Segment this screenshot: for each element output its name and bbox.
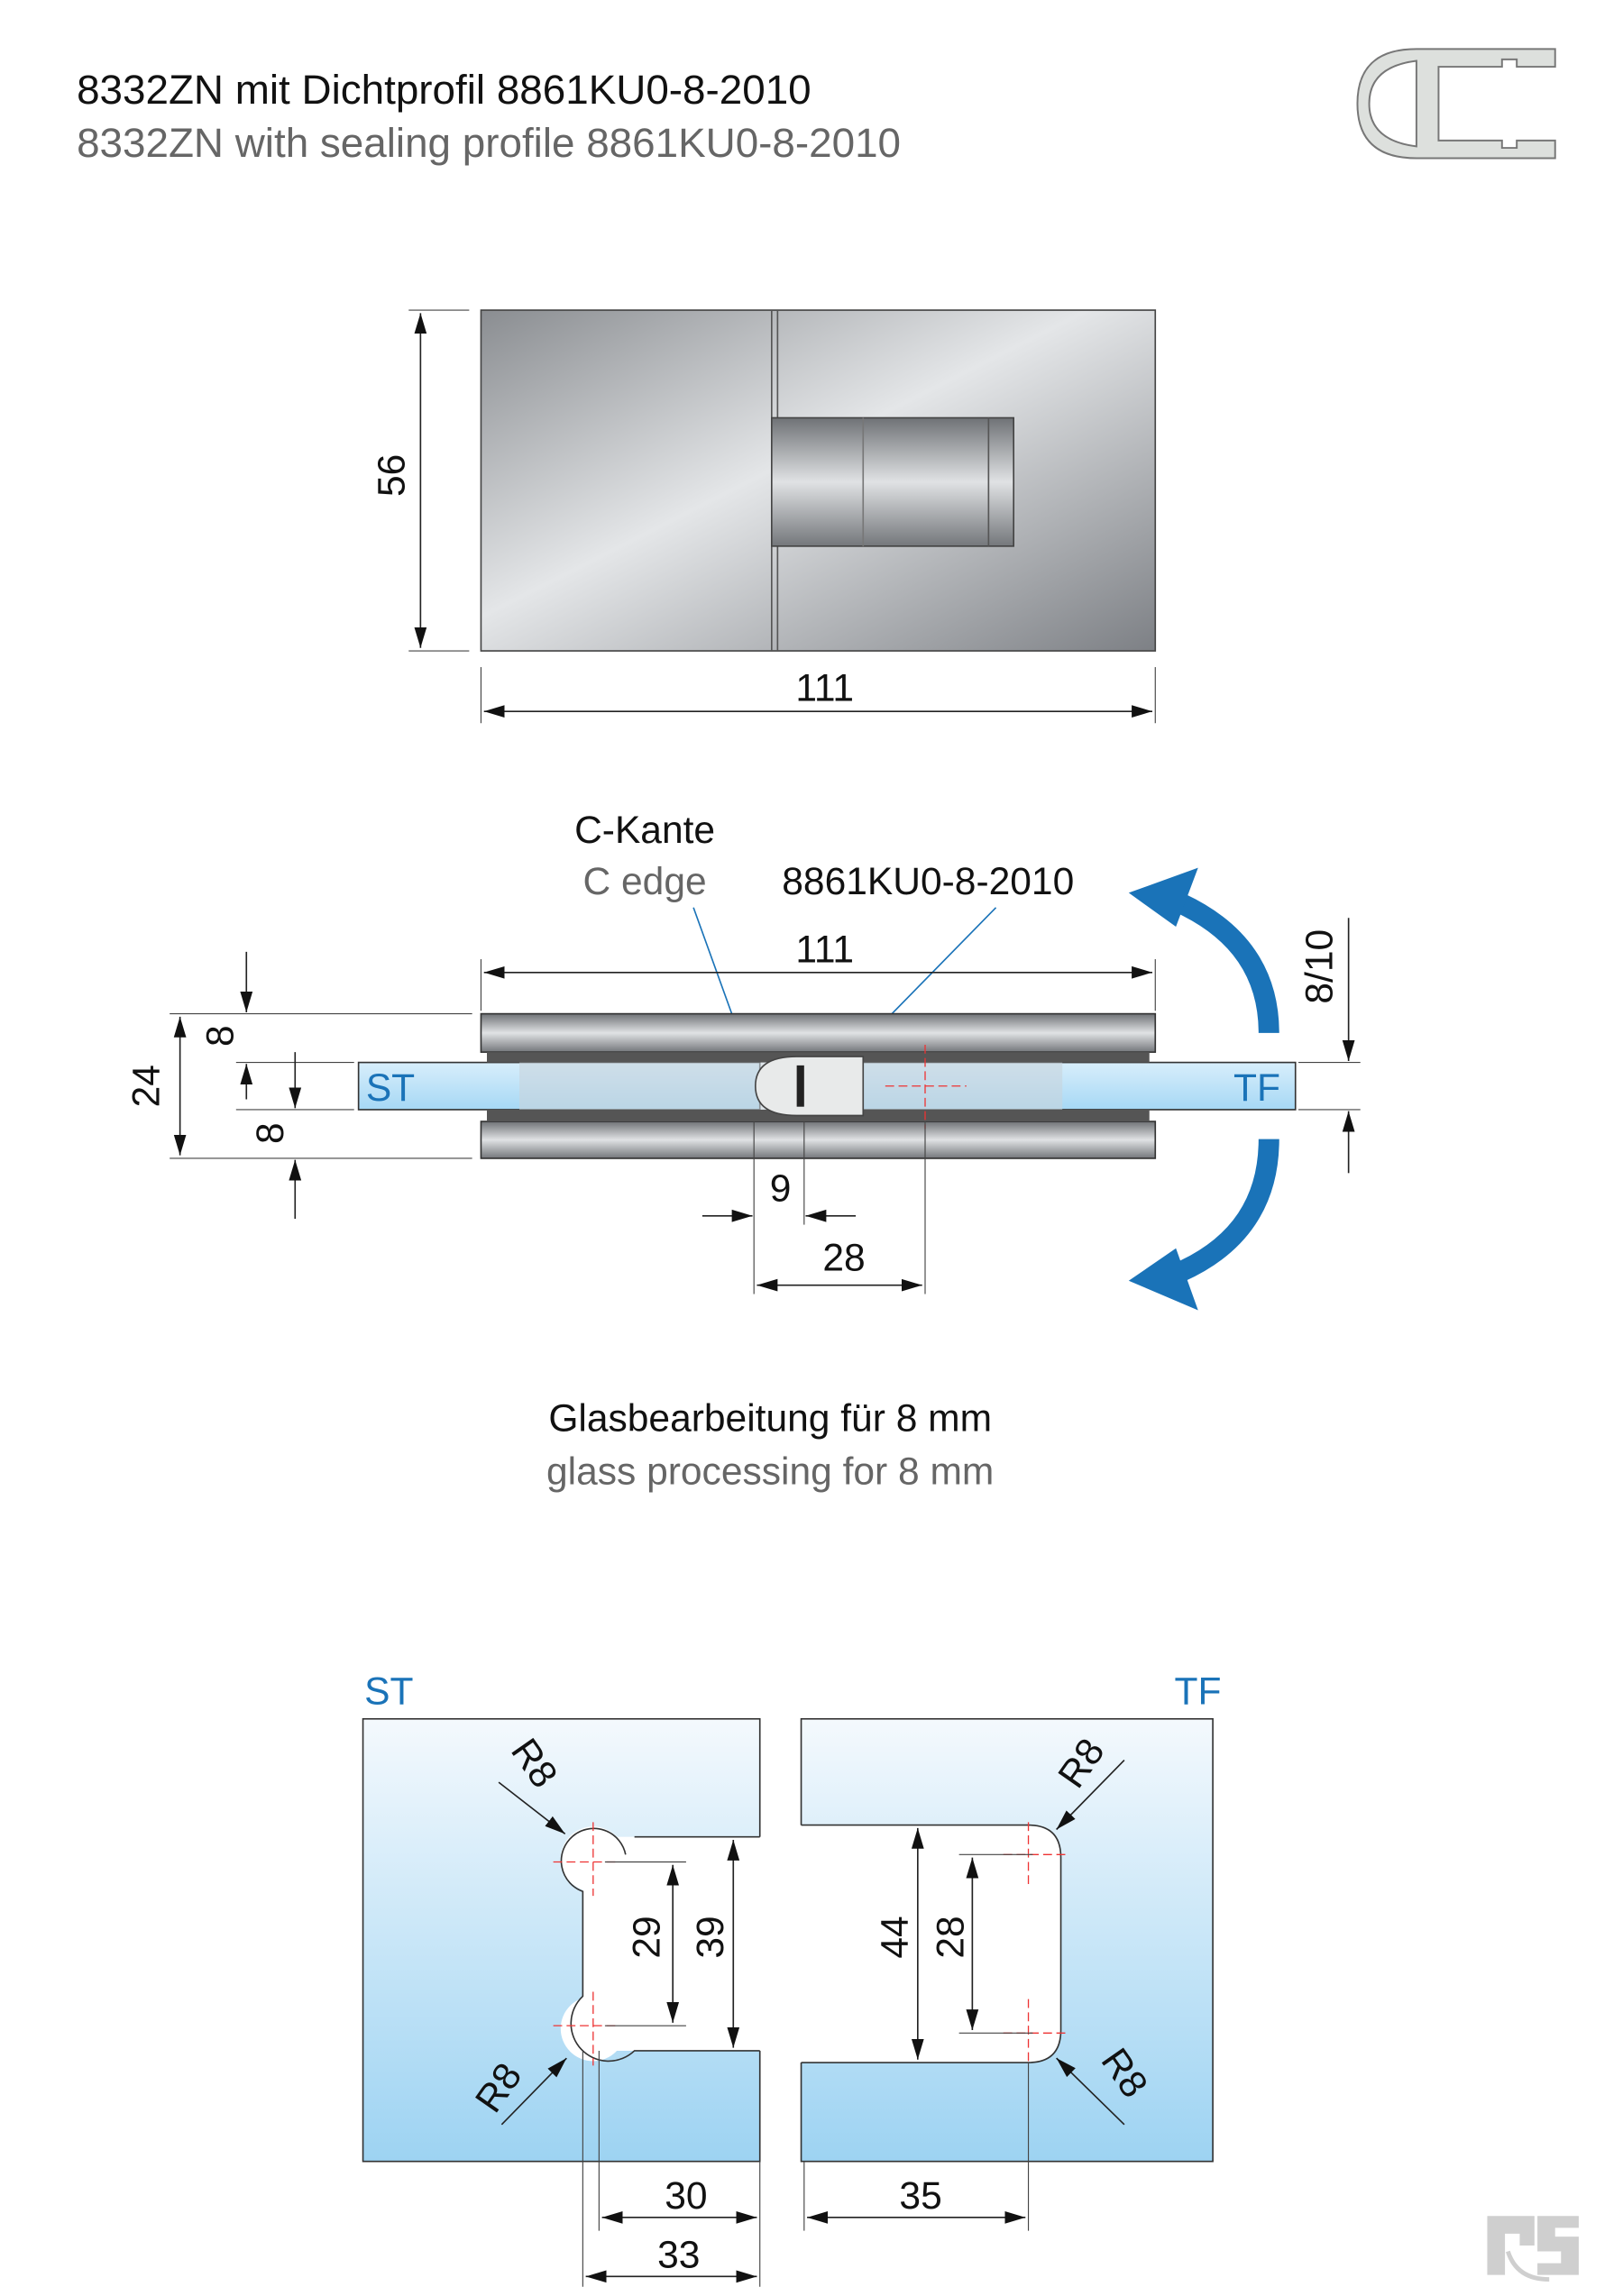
svg-text:30: 30	[665, 2174, 707, 2218]
hinge-section: ST TF	[357, 1012, 1297, 1159]
svg-text:111: 111	[795, 667, 854, 710]
swing-down-arrow-icon	[1176, 1139, 1279, 1282]
profile-label: 8861KU0-8-2010	[782, 860, 1074, 903]
glass-panel-tf	[799, 1717, 1214, 2163]
svg-text:35: 35	[899, 2174, 941, 2218]
dimension-section-width: 111	[480, 928, 1156, 1011]
svg-text:8: 8	[199, 1025, 243, 1047]
svg-text:56: 56	[370, 454, 413, 497]
dimension-height: 56	[370, 309, 470, 652]
svg-text:44: 44	[873, 1916, 916, 1958]
svg-text:24: 24	[125, 1065, 169, 1107]
dimensions-thickness: 24 8 8 8/10	[125, 918, 1361, 1220]
svg-text:28: 28	[930, 1916, 973, 1958]
cutout-st-label: ST	[364, 1669, 413, 1713]
svg-text:39: 39	[689, 1916, 732, 1958]
dimension-width: 111	[480, 667, 1156, 724]
c-edge-label-de: C-Kante	[574, 809, 715, 852]
svg-text:8/10: 8/10	[1298, 929, 1342, 1004]
svg-text:TF: TF	[1233, 1066, 1280, 1110]
svg-text:111: 111	[795, 928, 854, 971]
svg-text:29: 29	[625, 1916, 668, 1958]
processing-en: glass processing for 8 mm	[546, 1450, 994, 1494]
c-edge-label-en: C edge	[583, 860, 707, 903]
swing-up-arrow-icon	[1176, 893, 1279, 1034]
title-en: 8332ZN with sealing profile 8861KU0-8-20…	[77, 120, 901, 166]
svg-text:28: 28	[822, 1236, 865, 1279]
processing-de: Glasbearbeitung für 8 mm	[548, 1397, 992, 1441]
svg-text:9: 9	[770, 1166, 792, 1210]
hinge-top-view	[480, 309, 1157, 652]
swing-arrows	[1128, 867, 1279, 1311]
title-de: 8332ZN mit Dichtprofil 8861KU0-8-2010	[77, 67, 812, 113]
svg-text:8: 8	[249, 1122, 292, 1144]
cutout-tf-label: TF	[1175, 1669, 1222, 1713]
dimensions-offset: 9 28	[701, 1121, 926, 1294]
svg-text:33: 33	[657, 2234, 700, 2277]
svg-text:ST: ST	[366, 1066, 415, 1110]
sealing-profile-icon	[1356, 48, 1556, 160]
rs-logo	[1487, 2216, 1579, 2282]
